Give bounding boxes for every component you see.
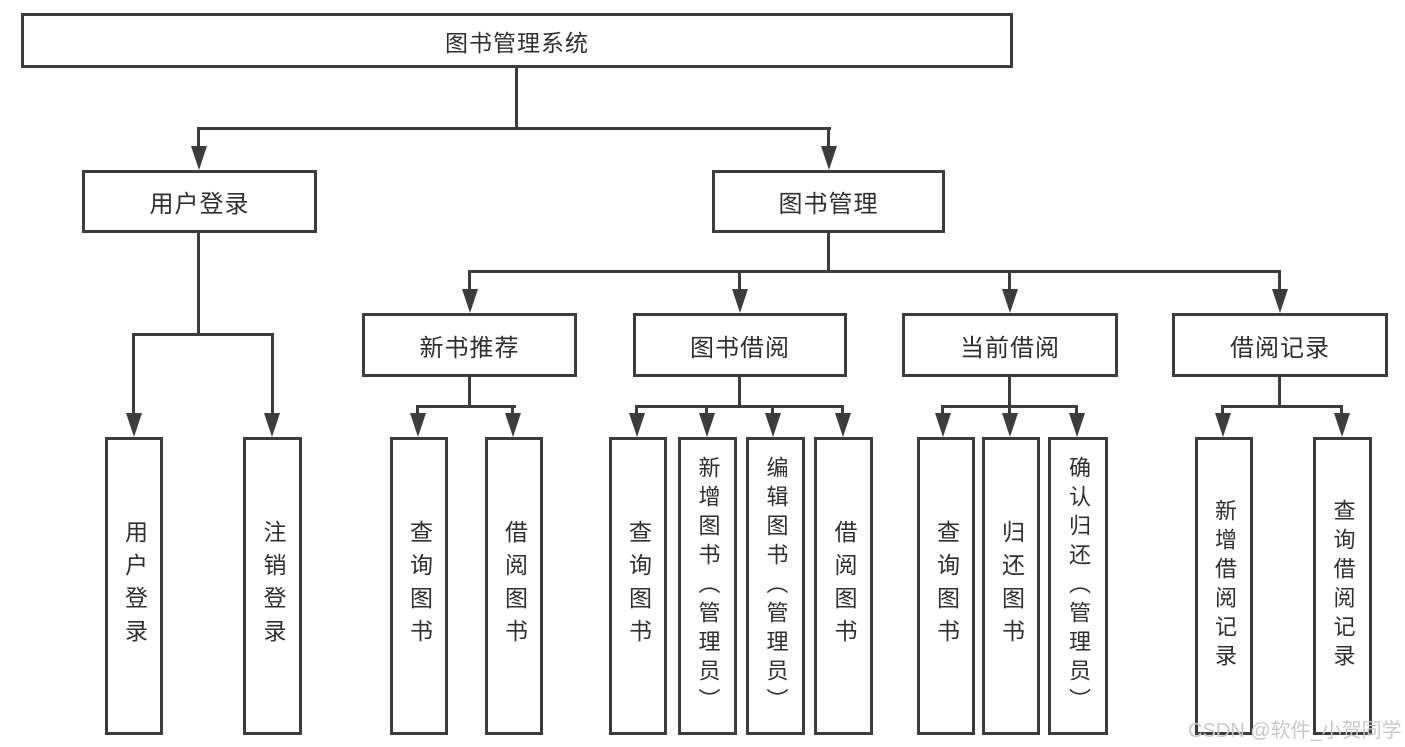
leaf-borrow-edit-books-admin: 编辑图书（管理员） bbox=[746, 437, 805, 735]
leaf-recommend-borrow-books-label: 借阅图书 bbox=[501, 520, 528, 652]
node-current-borrowing: 当前借阅 bbox=[902, 313, 1118, 377]
connector-current-drop-1 bbox=[941, 405, 944, 415]
connector-root-bar bbox=[197, 127, 831, 130]
connector-records-stem bbox=[1278, 377, 1281, 408]
connector-user-stem bbox=[197, 233, 200, 336]
arrowhead-down-icon bbox=[935, 413, 951, 437]
leaf-recommend-query-books-label: 查询图书 bbox=[406, 520, 433, 652]
connector-recommend-drop-2 bbox=[511, 405, 514, 415]
arrowhead-down-icon bbox=[462, 289, 478, 313]
leaf-logout: 注销登录 bbox=[243, 437, 302, 735]
connector-book-drop-1 bbox=[468, 270, 471, 291]
connector-borrow-drop-4 bbox=[841, 405, 844, 415]
leaf-logout-label: 注销登录 bbox=[260, 520, 286, 652]
leaf-current-confirm-return-admin-label: 确认归还（管理员） bbox=[1066, 455, 1091, 717]
connector-root-drop-left bbox=[197, 127, 200, 147]
connector-records-bar bbox=[1221, 405, 1343, 408]
connector-records-drop-2 bbox=[1340, 405, 1343, 415]
connector-borrow-drop-2 bbox=[705, 405, 708, 415]
node-borrowing-records: 借阅记录 bbox=[1172, 313, 1388, 377]
leaf-user-login-label: 用户登录 bbox=[121, 520, 148, 652]
leaf-current-return-books-label: 归还图书 bbox=[998, 520, 1025, 652]
node-book-borrowing: 图书借阅 bbox=[633, 313, 847, 377]
leaf-current-return-books: 归还图书 bbox=[982, 437, 1040, 735]
connector-book-drop-3 bbox=[1008, 270, 1011, 291]
connector-borrow-stem bbox=[738, 377, 741, 408]
csdn-watermark: CSDN @软件_小贺同学 bbox=[1188, 720, 1402, 742]
arrowhead-down-icon bbox=[835, 413, 851, 437]
leaf-borrow-add-books-admin-label: 新增图书（管理员） bbox=[695, 455, 721, 717]
leaf-user-login: 用户登录 bbox=[105, 437, 163, 735]
connector-root-drop-right bbox=[827, 127, 830, 147]
leaf-current-query-books: 查询图书 bbox=[917, 437, 975, 735]
leaf-borrow-borrow-books-label: 借阅图书 bbox=[831, 520, 857, 652]
arrowhead-down-icon bbox=[1334, 413, 1350, 437]
arrowhead-down-icon bbox=[264, 413, 280, 437]
connector-recommend-stem bbox=[468, 377, 471, 408]
leaf-borrow-query-books-label: 查询图书 bbox=[625, 520, 652, 652]
connector-book-drop-4 bbox=[1278, 270, 1281, 291]
connector-borrow-bar bbox=[635, 405, 844, 408]
connector-root-stem bbox=[515, 68, 518, 130]
node-new-book-recommend: 新书推荐 bbox=[362, 313, 577, 377]
connector-book-bar bbox=[468, 270, 1281, 273]
connector-current-drop-3 bbox=[1075, 405, 1078, 415]
arrowhead-down-icon bbox=[1002, 413, 1018, 437]
arrowhead-down-icon bbox=[126, 413, 142, 437]
connector-current-drop-2 bbox=[1008, 405, 1011, 415]
connector-borrow-drop-1 bbox=[635, 405, 638, 415]
arrowhead-down-icon bbox=[732, 289, 748, 313]
leaf-borrow-add-books-admin: 新增图书（管理员） bbox=[678, 437, 737, 735]
connector-recommend-bar bbox=[416, 405, 516, 408]
leaf-records-query-record: 查询借阅记录 bbox=[1313, 437, 1372, 735]
arrowhead-down-icon bbox=[699, 413, 715, 437]
connector-borrow-drop-3 bbox=[771, 405, 774, 415]
leaf-current-confirm-return-admin: 确认归还（管理员） bbox=[1048, 437, 1108, 735]
node-library-management-system: 图书管理系统 bbox=[21, 13, 1013, 68]
arrowhead-down-icon bbox=[1069, 413, 1085, 437]
connector-current-stem bbox=[1008, 377, 1011, 408]
connector-user-drop-2 bbox=[271, 333, 274, 415]
leaf-records-add-record: 新增借阅记录 bbox=[1195, 437, 1253, 735]
arrowhead-down-icon bbox=[191, 146, 207, 170]
leaf-records-add-record-label: 新增借阅记录 bbox=[1212, 499, 1237, 673]
leaf-borrow-query-books: 查询图书 bbox=[609, 437, 667, 735]
arrowhead-down-icon bbox=[1272, 289, 1288, 313]
arrowhead-down-icon bbox=[1215, 413, 1231, 437]
leaf-recommend-query-books: 查询图书 bbox=[390, 437, 448, 735]
connector-user-drop-1 bbox=[132, 333, 135, 415]
connector-book-drop-2 bbox=[738, 270, 741, 291]
arrowhead-down-icon bbox=[629, 413, 645, 437]
leaf-current-query-books-label: 查询图书 bbox=[933, 520, 960, 652]
leaf-borrow-edit-books-admin-label: 编辑图书（管理员） bbox=[763, 455, 789, 717]
leaf-borrow-borrow-books: 借阅图书 bbox=[814, 437, 873, 735]
arrowhead-down-icon bbox=[821, 146, 837, 170]
arrowhead-down-icon bbox=[410, 413, 426, 437]
node-user-login-branch: 用户登录 bbox=[82, 170, 317, 233]
arrowhead-down-icon bbox=[1002, 289, 1018, 313]
arrowhead-down-icon bbox=[505, 413, 521, 437]
connector-book-stem bbox=[827, 233, 830, 273]
node-book-management-branch: 图书管理 bbox=[712, 170, 945, 233]
leaf-recommend-borrow-books: 借阅图书 bbox=[485, 437, 543, 735]
connector-recommend-drop-1 bbox=[416, 405, 419, 415]
arrowhead-down-icon bbox=[765, 413, 781, 437]
leaf-records-query-record-label: 查询借阅记录 bbox=[1330, 499, 1356, 673]
connector-user-bar bbox=[132, 333, 274, 336]
connector-records-drop-1 bbox=[1221, 405, 1224, 415]
